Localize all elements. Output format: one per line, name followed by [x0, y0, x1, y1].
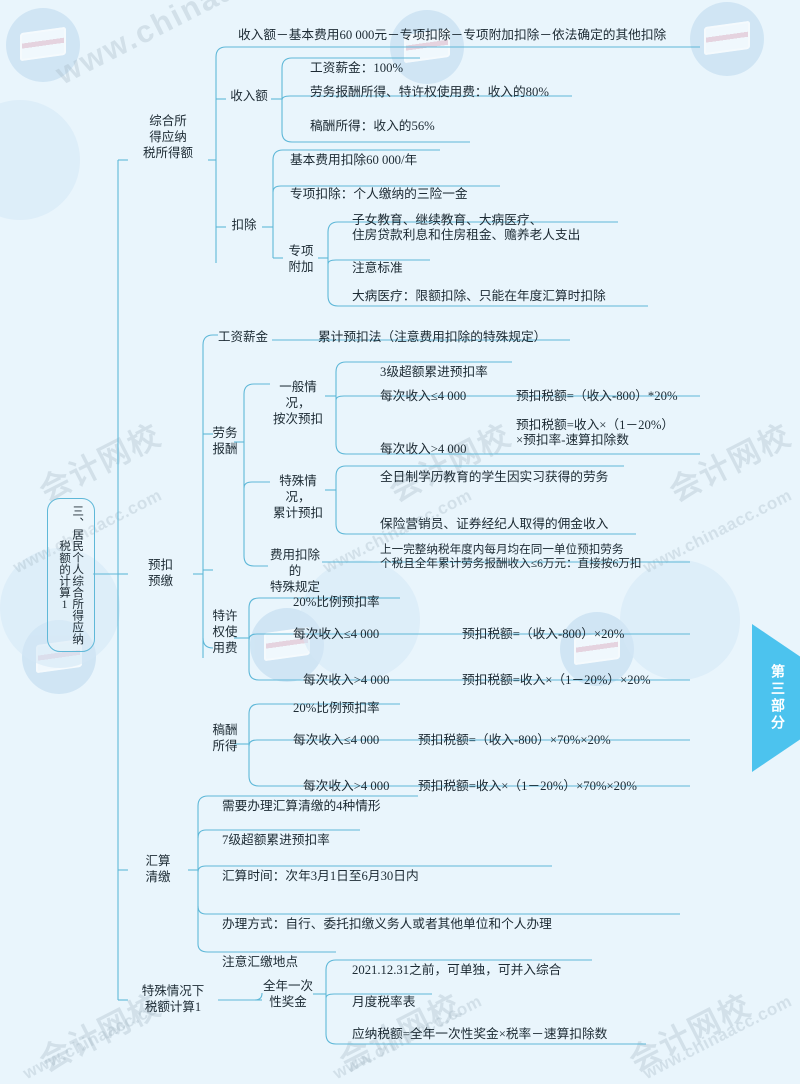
leaf-serious-illness-medical[interactable]: 大病医疗：限额扣除、只能在年度汇算时扣除: [352, 289, 606, 303]
leaf-student-internship-service[interactable]: 全日制学历教育的学生因实习获得的劳务: [380, 470, 609, 484]
sublabel-income-amount[interactable]: 收入额: [230, 89, 268, 103]
leaf-settlement-4-cases[interactable]: 需要办理汇算清缴的4种情形: [222, 799, 381, 813]
leaf-income-manuscript[interactable]: 稿酬所得：收入的56%: [310, 119, 435, 133]
sublabel-special-additional[interactable]: 专项 附加: [288, 244, 314, 274]
leaf-bonus-deadline-option[interactable]: 2021.12.31之前，可单独，可并入综合: [352, 963, 562, 977]
leaf-settlement-period[interactable]: 汇算时间：次年3月1日至6月30日内: [222, 869, 419, 883]
leaf-additional-items[interactable]: 子女教育、继续教育、大病医疗、 住房贷款利息和住房租金、赡养老人支出: [352, 213, 581, 243]
leaf-royalty-formula-le4000[interactable]: 预扣税额=（收入-800）×20%: [462, 627, 625, 641]
leaf-additional-standard-note[interactable]: 注意标准: [352, 261, 403, 275]
leaf-basic-deduction[interactable]: 基本费用扣除60 000/年: [290, 153, 418, 167]
branch-label-annual-settlement[interactable]: 汇算 清缴: [145, 854, 171, 884]
leaf-cost-deduction-detail[interactable]: 上一完整纳税年度内每月均在同一单位预扣劳务 个税且全年累计劳务报酬收入≤6万元：…: [380, 543, 642, 571]
leaf-manuscript-cond-gt4000[interactable]: 每次收入>4 000: [303, 779, 390, 793]
sublabel-general-case[interactable]: 一般情况， 按次预扣: [272, 380, 323, 426]
sublabel-service-remuneration[interactable]: 劳务 报酬: [212, 426, 238, 456]
branch-label-special-tax-calc[interactable]: 特殊情况下 税额计算1: [141, 984, 205, 1014]
sublabel-royalty-fee[interactable]: 特许 权使 用费: [212, 609, 238, 655]
leaf-royalty-cond-le4000[interactable]: 每次收入≤4 000: [293, 627, 380, 641]
leaf-manuscript-rate[interactable]: 20%比例预扣率: [293, 701, 380, 715]
leaf-manuscript-formula-le4000[interactable]: 预扣税额=（收入-800）×70%×20%: [418, 733, 611, 747]
branch-label-comprehensive-taxable-income[interactable]: 综合所 得应纳 税所得额: [142, 114, 193, 160]
leaf-royalty-rate[interactable]: 20%比例预扣率: [293, 595, 380, 609]
leaf-insurance-broker-commission[interactable]: 保险营销员、证券经纪人取得的佣金收入: [380, 517, 609, 531]
branch-label-withholding-prepayment[interactable]: 预扣 预缴: [147, 558, 173, 588]
sublabel-manuscript-income[interactable]: 稿酬 所得: [212, 723, 238, 753]
leaf-service-cond-gt4000[interactable]: 每次收入>4 000: [380, 442, 467, 456]
leaf-royalty-formula-gt4000[interactable]: 预扣税额=收入×（1－20%）×20%: [462, 673, 651, 687]
leaf-7-level-progressive-rate[interactable]: 7级超额累进预扣率: [222, 833, 330, 847]
sublabel-salary-wages[interactable]: 工资薪金: [217, 330, 268, 344]
leaf-settlement-methods[interactable]: 办理方式：自行、委托扣缴义务人或者其他单位和个人办理: [222, 917, 552, 931]
sublabel-special-case[interactable]: 特殊情况， 累计预扣: [272, 474, 323, 520]
leaf-service-formula-le4000[interactable]: 预扣税额=（收入-800）*20%: [516, 389, 678, 403]
sublabel-cost-deduction-rule[interactable]: 费用扣除的 特殊规定: [269, 548, 320, 594]
leaf-service-cond-le4000[interactable]: 每次收入≤4 000: [380, 389, 467, 403]
leaf-bonus-tax-formula[interactable]: 应纳税额=全年一次性奖金×税率－速算扣除数: [352, 1027, 608, 1041]
leaf-taxable-income-formula[interactable]: 收入额－基本费用60 000元－专项扣除－专项附加扣除－依法确定的其他扣除: [238, 28, 667, 42]
leaf-income-service-royalty[interactable]: 劳务报酬所得、特许权使用费：收入的80%: [310, 85, 549, 99]
part-tab[interactable]: 第三部分: [752, 624, 800, 772]
leaf-income-salary[interactable]: 工资薪金：100%: [310, 61, 404, 75]
leaf-3-level-progressive-rate[interactable]: 3级超额累进预扣率: [380, 365, 488, 379]
leaf-cumulative-withholding-method[interactable]: 累计预扣法（注意费用扣除的特殊规定）: [318, 330, 547, 344]
leaf-service-formula-gt4000[interactable]: 预扣税额=收入×（1－20%） ×预扣率-速算扣除数: [516, 418, 675, 448]
part-tab-label: 第三部分: [769, 664, 784, 732]
leaf-special-deduction[interactable]: 专项扣除：个人缴纳的三险一金: [290, 187, 468, 201]
sublabel-deduction[interactable]: 扣除: [231, 218, 257, 232]
leaf-manuscript-formula-gt4000[interactable]: 预扣税额=收入×（1－20%）×70%×20%: [418, 779, 637, 793]
leaf-manuscript-cond-le4000[interactable]: 每次收入≤4 000: [293, 733, 380, 747]
leaf-royalty-cond-gt4000[interactable]: 每次收入>4 000: [303, 673, 390, 687]
sublabel-annual-bonus[interactable]: 全年一次 性奖金: [263, 979, 314, 1009]
root-label: 三、居民个人综合所得应纳税额的计算1: [58, 505, 85, 645]
leaf-settlement-location-note[interactable]: 注意汇缴地点: [222, 955, 299, 969]
root-node[interactable]: 三、居民个人综合所得应纳税额的计算1: [47, 498, 95, 652]
leaf-monthly-tax-table[interactable]: 月度税率表: [352, 995, 416, 1009]
